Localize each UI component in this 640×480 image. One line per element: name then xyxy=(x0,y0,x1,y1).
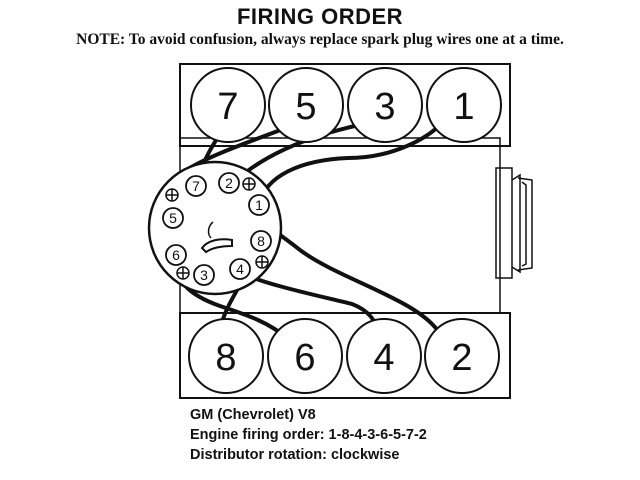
page-title: FIRING ORDER xyxy=(236,4,404,29)
terminal-number: 8 xyxy=(257,233,265,249)
cylinder-number: 3 xyxy=(374,86,395,128)
terminal-5: 5 xyxy=(162,207,184,229)
bottom-cylinder-2: 2 xyxy=(424,318,500,394)
wire-1 xyxy=(257,114,450,206)
terminal-4: 4 xyxy=(229,258,251,280)
cap-markers xyxy=(165,177,269,280)
plus-marker-icon xyxy=(242,177,256,191)
terminal-number: 4 xyxy=(236,261,244,277)
terminal-1: 1 xyxy=(248,194,270,216)
plus-marker-icon xyxy=(255,255,269,269)
distributor-terminals: 7 2 1 5 8 6 3 4 xyxy=(162,172,272,286)
rotor-icon xyxy=(200,238,233,254)
terminal-number: 3 xyxy=(200,267,208,283)
top-cylinder-3: 3 xyxy=(347,67,423,143)
terminal-number: 1 xyxy=(255,197,263,213)
bottom-cylinder-8: 8 xyxy=(188,318,264,394)
terminal-3: 3 xyxy=(193,264,215,286)
note-text: NOTE: To avoid confusion, always replace… xyxy=(76,31,564,48)
terminal-7: 7 xyxy=(185,175,207,197)
top-cylinder-1: 1 xyxy=(426,67,502,143)
cylinder-number: 2 xyxy=(451,337,472,379)
caption-firing-order: Engine firing order: 1-8-4-3-6-5-7-2 xyxy=(190,427,427,443)
terminal-number: 6 xyxy=(172,247,180,263)
cylinder-number: 1 xyxy=(453,86,474,128)
terminal-2: 2 xyxy=(218,172,240,194)
top-cylinder-7: 7 xyxy=(190,67,266,143)
plus-marker-icon xyxy=(165,188,179,202)
plus-marker-icon xyxy=(176,266,190,280)
caption: GM (Chevrolet) V8 Engine firing order: 1… xyxy=(190,405,427,465)
cylinder-number: 4 xyxy=(373,337,394,379)
top-cylinders: 7 5 3 1 xyxy=(190,67,502,143)
cylinder-number: 7 xyxy=(217,86,238,128)
pulley-icon xyxy=(495,167,533,279)
bottom-cylinders: 8 6 4 2 xyxy=(188,318,500,394)
bottom-cylinder-6: 6 xyxy=(267,318,343,394)
bottom-cylinder-bank xyxy=(179,312,511,399)
cylinder-number: 5 xyxy=(295,86,316,128)
cylinder-number: 6 xyxy=(294,337,315,379)
terminal-6: 6 xyxy=(165,244,187,266)
caption-rotation: Distributor rotation: clockwise xyxy=(190,447,400,463)
terminal-8: 8 xyxy=(250,230,272,252)
terminal-number: 7 xyxy=(192,178,200,194)
top-cylinder-bank xyxy=(179,63,511,147)
cylinder-number: 8 xyxy=(215,337,236,379)
top-cylinder-5: 5 xyxy=(268,67,344,143)
terminal-number: 5 xyxy=(169,210,177,226)
bottom-cylinder-4: 4 xyxy=(346,318,422,394)
caption-model: GM (Chevrolet) V8 xyxy=(190,407,316,423)
terminal-number: 2 xyxy=(225,175,233,191)
